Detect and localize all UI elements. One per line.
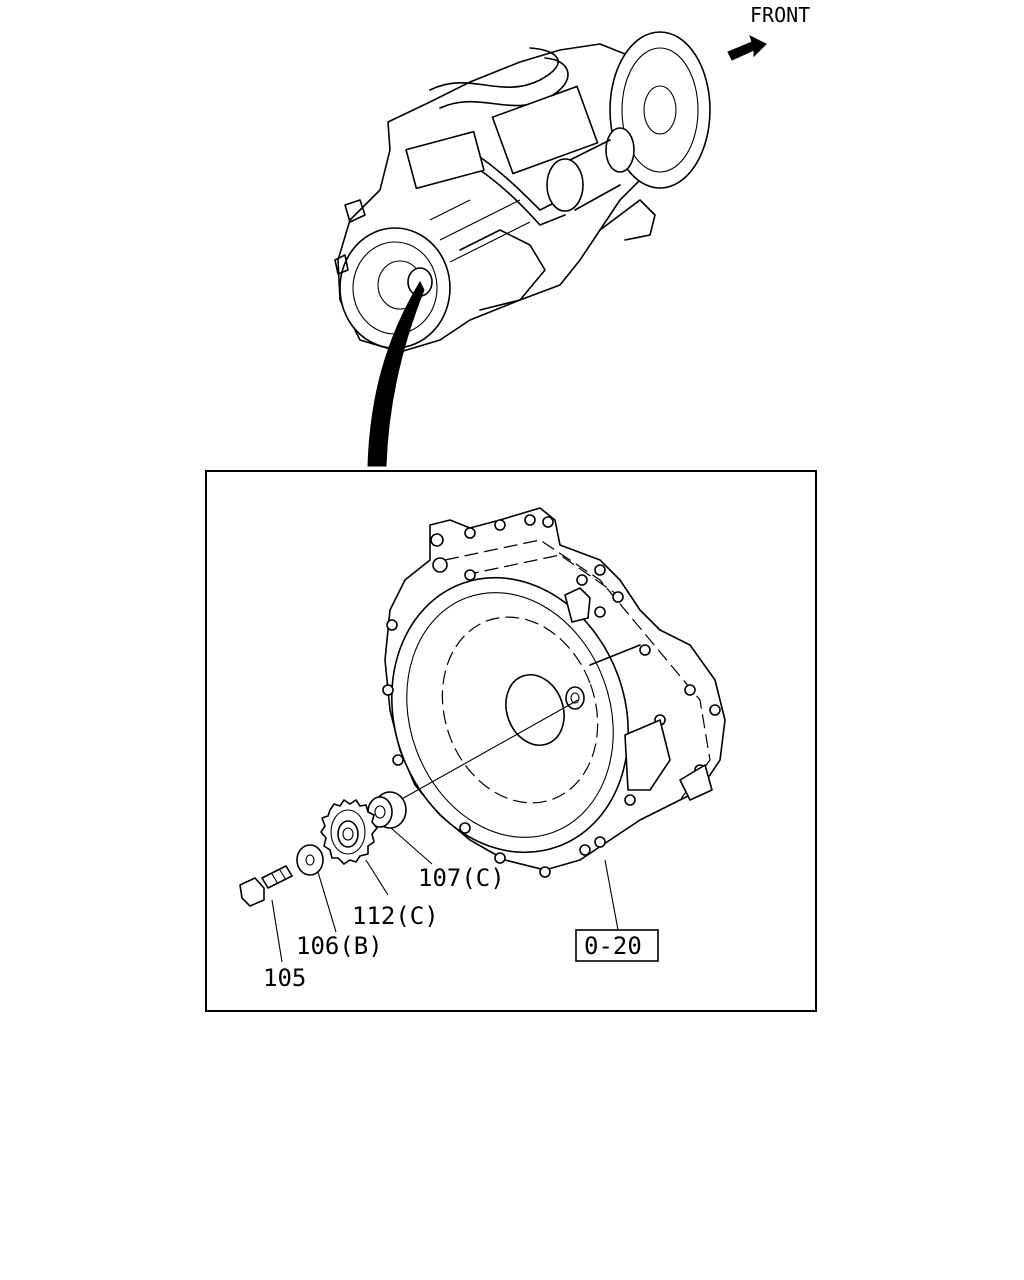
- engine-assembly-illustration: [334, 31, 711, 353]
- callout-bushing: 107(C): [418, 864, 505, 892]
- assembly-axis-line: [399, 699, 579, 801]
- callout-gear: 112(C): [352, 902, 439, 930]
- bushing-part: [367, 791, 407, 829]
- callout-housing-ref: 0-20: [584, 932, 642, 960]
- housing-ref-box: [575, 929, 659, 962]
- front-arrow-icon: [727, 35, 767, 61]
- gear-part: [320, 799, 378, 865]
- flywheel-housing-illustration: [382, 507, 726, 878]
- bolt-part: [239, 865, 293, 907]
- leader-lines: [271, 827, 619, 963]
- callout-bolt: 105: [263, 964, 306, 992]
- front-indicator: FRONT: [727, 3, 810, 61]
- detail-leader-curve: [367, 280, 425, 467]
- front-label: FRONT: [750, 3, 810, 27]
- washer-part: [296, 844, 324, 876]
- callout-washer: 106(B): [296, 932, 383, 960]
- detail-frame: [205, 470, 817, 1012]
